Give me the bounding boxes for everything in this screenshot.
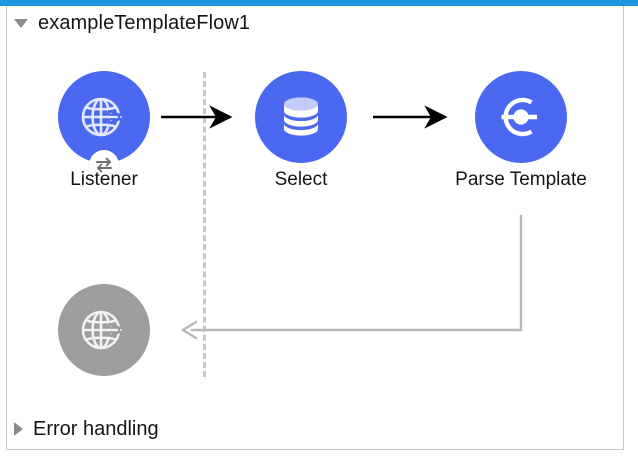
exchange-arrows-icon <box>96 157 112 173</box>
flow-node-select-label: Select <box>274 169 328 190</box>
listener-exchange-badge <box>89 150 119 180</box>
error-handling-title: Error handling <box>33 417 159 440</box>
flow-node-listener-circle[interactable] <box>58 71 150 163</box>
flow-node-response-circle[interactable] <box>58 284 150 376</box>
error-handling-header[interactable]: Error handling <box>14 414 159 444</box>
flow-node-select-circle[interactable] <box>255 71 347 163</box>
parse-template-icon <box>501 97 537 137</box>
flow-node-parse-template-label: Parse Template <box>455 169 587 190</box>
database-icon <box>284 97 318 136</box>
triangle-down-icon[interactable] <box>14 18 28 28</box>
flow-header[interactable]: exampleTemplateFlow1 <box>14 8 250 38</box>
flow-node-parse-template-circle[interactable] <box>475 71 567 163</box>
globe-arrow-icon <box>81 310 128 350</box>
globe-arrow-icon <box>81 97 128 137</box>
flow-title: exampleTemplateFlow1 <box>38 11 251 34</box>
flow-node-listener-label: Listener <box>70 169 138 190</box>
lane-divider <box>203 72 206 377</box>
triangle-right-icon[interactable] <box>14 422 23 436</box>
window-accent-bar <box>0 0 638 6</box>
